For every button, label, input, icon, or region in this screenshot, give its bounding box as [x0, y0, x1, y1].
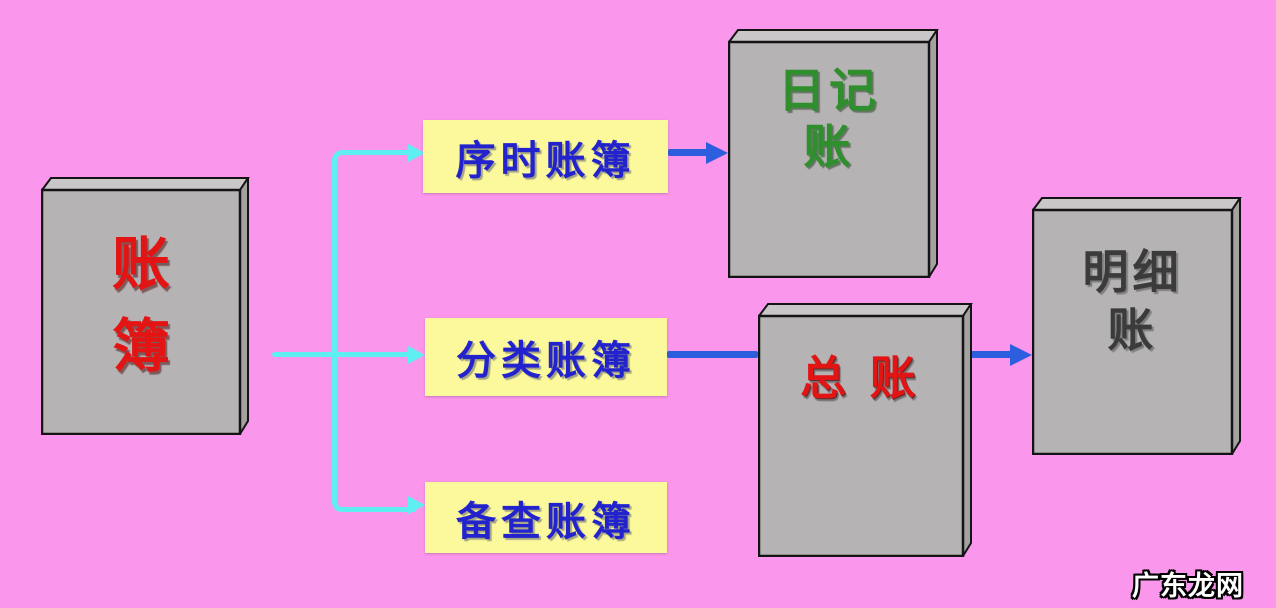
connector-branch-middle — [272, 352, 410, 357]
root-book-label-line1: 账 — [111, 232, 170, 297]
category-box-chronological-label: 序时账簿 — [455, 138, 636, 183]
journal-book-label: 日记 账 — [729, 42, 929, 299]
connector-arrowhead-top-icon — [408, 144, 425, 162]
arrow-to-journal-line — [668, 149, 708, 156]
arrow-to-subsidiary-ledger-line — [968, 351, 1012, 358]
general-ledger-book-node: 总 账 — [758, 303, 973, 557]
category-box-memorandum: 备查账簿 — [425, 482, 667, 553]
root-book-label: 账 簿 — [42, 190, 240, 468]
category-box-classified: 分类账簿 — [425, 318, 667, 396]
book-3d-shape-icon — [41, 177, 250, 435]
general-ledger-book-label-text: 总 账 — [800, 353, 922, 404]
connector-arrowhead-bottom-icon — [408, 496, 425, 514]
general-ledger-book-label: 总 账 — [759, 316, 963, 582]
arrow-to-general-ledger-line — [667, 351, 758, 358]
subsidiary-ledger-book-label: 明细 账 — [1033, 210, 1232, 488]
category-box-memorandum-label: 备查账簿 — [456, 499, 636, 544]
root-book-label-line2: 簿 — [111, 314, 170, 379]
journal-book-label-line1: 日记 — [778, 66, 880, 118]
subsidiary-ledger-book-node: 明细 账 — [1032, 197, 1242, 455]
connector-branch-top — [332, 150, 415, 361]
book-3d-shape-icon — [728, 29, 939, 278]
arrow-to-subsidiary-ledger-head-icon — [1010, 344, 1032, 366]
arrow-to-journal-head-icon — [706, 142, 728, 164]
subsidiary-ledger-book-label-line1: 明细 — [1082, 247, 1183, 298]
journal-book-node: 日记 账 — [728, 29, 939, 278]
connector-arrowhead-middle-icon — [408, 346, 425, 364]
category-box-chronological: 序时账簿 — [423, 120, 668, 193]
connector-branch-bottom — [332, 350, 415, 512]
journal-book-label-line2: 账 — [803, 122, 855, 174]
subsidiary-ledger-book-label-line2: 账 — [1107, 305, 1158, 356]
root-book-node: 账 簿 — [41, 177, 250, 435]
category-box-classified-label: 分类账簿 — [456, 339, 636, 383]
watermark: 广东龙网 — [1132, 564, 1244, 603]
book-3d-shape-icon — [758, 303, 973, 557]
watermark-text: 广东龙网 — [1132, 571, 1244, 601]
book-3d-shape-icon — [1032, 197, 1242, 455]
